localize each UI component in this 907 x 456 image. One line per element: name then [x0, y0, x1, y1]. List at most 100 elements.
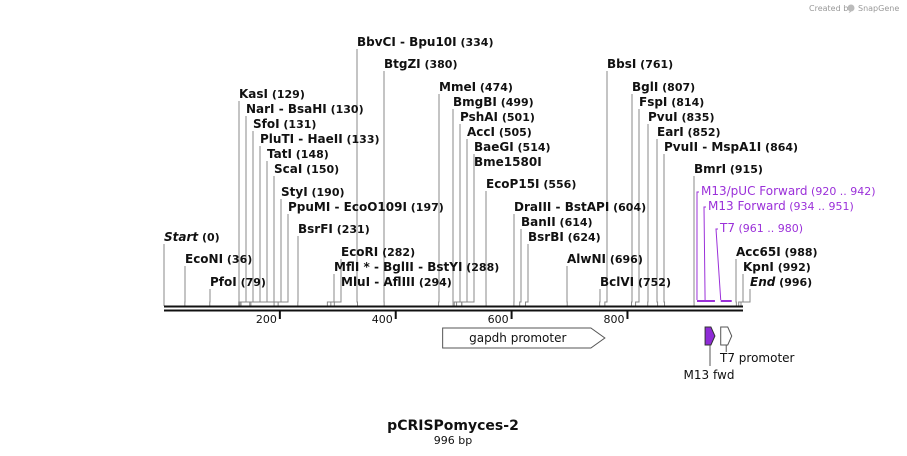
site-name-end: End [750, 275, 776, 289]
snapgene-logo-icon [847, 4, 855, 12]
site-name-acci: AccI [467, 125, 495, 139]
site-pos-bclvi: (752) [634, 276, 671, 289]
site-pos-fspi: (814) [667, 96, 704, 109]
feature-label-gapdh-promoter: gapdh promoter [469, 331, 566, 345]
site-banii: BanII (614) [521, 215, 593, 229]
tick-label-800: 800 [603, 313, 624, 326]
leader-bme1580i [461, 169, 475, 306]
primer-name-m13-forward: M13 Forward [708, 199, 786, 213]
tick-label-600: 600 [488, 313, 509, 326]
site-pos-nari: (130) [327, 103, 364, 116]
site-name-bbsi: BbsI [607, 57, 636, 71]
site-draiii: DraIII - BstAPI (604) [514, 200, 646, 214]
site-pos-draiii: (604) [609, 201, 646, 214]
site-scai: ScaI (150) [274, 162, 339, 176]
site-name-bmri: BmrI [694, 162, 726, 176]
site-pos-acc65i: (988) [781, 246, 818, 259]
site-pos-bmri: (915) [726, 163, 763, 176]
site-pfoi: PfoI (79) [210, 275, 266, 289]
site-name-styi: StyI [281, 185, 308, 199]
site-label-group: Start (0)EcoNI (36)PfoI (79)KasI (129)Na… [164, 35, 818, 289]
site-name-bmgbi: BmgBI [453, 95, 497, 109]
backbone [164, 305, 743, 312]
feature-arrow-gapdh-promoter [442, 327, 606, 349]
site-start: Start (0) [164, 230, 220, 244]
site-pos-bgli: (807) [658, 81, 695, 94]
site-bme1580i: Bme1580I [474, 155, 542, 169]
site-kpni: KpnI (992) [743, 260, 811, 274]
site-star-mfli: * [359, 260, 370, 274]
site-name-kasi: KasI [239, 87, 268, 101]
site-ecori: EcoRI (282) [341, 245, 415, 259]
site-name-pluti: PluTI [260, 132, 294, 146]
site-pos-sfoi: (131) [280, 118, 317, 131]
primer-range-t7: (961 .. 980) [735, 222, 803, 235]
site-name-eari: EarI [657, 125, 684, 139]
site-pos-kpni: (992) [774, 261, 811, 274]
site-name-scai: ScaI [274, 162, 302, 176]
leader-styi [273, 199, 282, 306]
feature-label-m13-fwd: M13 fwd [684, 368, 735, 382]
site-baegi: BaeGI (514) [474, 140, 551, 154]
site-name-nari: NarI [246, 102, 275, 116]
credit-text: Created by [809, 4, 853, 13]
site-name-pfoi: PfoI [210, 275, 237, 289]
site-pos-acci: (505) [495, 126, 532, 139]
site-end: End (996) [750, 275, 812, 289]
primer-range-m13-forward: (934 .. 951) [786, 200, 854, 213]
site-sfoi: SfoI (131) [253, 117, 316, 131]
site-pos-econi: (36) [223, 253, 252, 266]
site-pos-btgzi: (380) [421, 58, 458, 71]
site-name-pshai: PshAI [460, 110, 498, 124]
leader-baegi [461, 154, 475, 306]
leader-scai [250, 176, 275, 306]
site-name-bbvci: BbvCI [357, 35, 396, 49]
feature-arrow-m13-fwd [704, 326, 716, 346]
site-name-bsrfi: BsrFI [298, 222, 333, 236]
leader-banii [519, 229, 522, 306]
site-extra-pvuii: - MspA1I [698, 140, 761, 154]
site-ppumi: PpuMI - EcoO109I (197) [288, 200, 444, 214]
site-pos-start: (0) [198, 231, 220, 244]
site-pos-end: (996) [775, 276, 812, 289]
plasmid-size: 996 bp [434, 434, 472, 447]
tick-label-400: 400 [372, 313, 393, 326]
primer-m13-forward: M13 Forward (934 .. 951) [708, 199, 854, 213]
site-pos-bbsi: (761) [636, 58, 673, 71]
site-name-sfoi: SfoI [253, 117, 280, 131]
site-extra-bbvci: - Bpu10I [396, 35, 457, 49]
site-name-kpni: KpnI [743, 260, 774, 274]
site-acc65i: Acc65I (988) [736, 245, 818, 259]
site-pos-ppumi: (197) [407, 201, 444, 214]
leader-ppumi [277, 214, 289, 306]
site-pos-bmgbi: (499) [497, 96, 534, 109]
site-pos-bsrbi: (624) [564, 231, 601, 244]
site-name-baegi: BaeGI [474, 140, 514, 154]
site-extra-mlui: - AflIII [370, 275, 415, 289]
site-pos-mfli: (288) [462, 261, 499, 274]
site-extra-pluti: - HaeII [294, 132, 343, 146]
leader-mlui [333, 289, 342, 306]
site-name-draiii: DraIII [514, 200, 551, 214]
site-name-mlui: MluI [341, 275, 370, 289]
leader-pshai [453, 124, 461, 306]
site-name-bclvi: BclVI [600, 275, 634, 289]
site-name-ecop15i: EcoP15I [486, 177, 540, 191]
site-mfli: MflI * - BglII - BstYI (288) [334, 260, 499, 274]
site-alwni: AlwNI (696) [567, 252, 643, 266]
leader-end [740, 289, 751, 306]
site-extra-nari: - BsaHI [275, 102, 327, 116]
site-pos-pfoi: (79) [237, 276, 266, 289]
leader-eari [656, 139, 659, 306]
site-pos-pvui: (835) [678, 111, 715, 124]
site-econi: EcoNI (36) [185, 252, 252, 266]
site-extra-ppumi: - EcoO109I [330, 200, 407, 214]
leader-mfli [330, 274, 335, 306]
site-name-bgli: BglI [632, 80, 658, 94]
site-pos-styi: (190) [308, 186, 345, 199]
site-pos-banii: (614) [556, 216, 593, 229]
leader-kpni [738, 274, 744, 306]
site-fspi: FspI (814) [639, 95, 704, 109]
